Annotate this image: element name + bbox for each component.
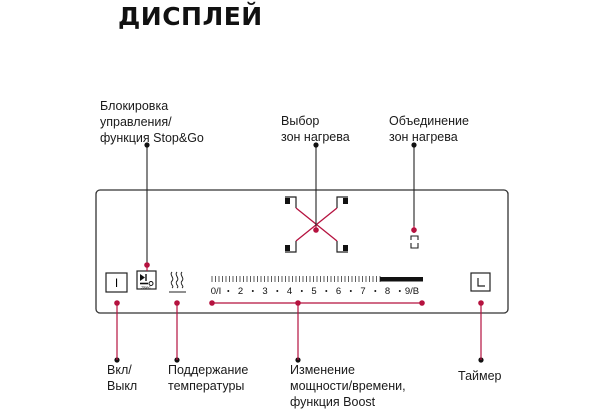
slider-scale-dot <box>251 290 254 292</box>
slider-scale-dot <box>227 290 230 292</box>
label-zone-merge: Объединение зон нагрева <box>389 114 469 144</box>
callout-dots <box>114 142 484 363</box>
slider-scale: 0/I 2 3 4 5 6 7 8 9/B <box>211 286 419 297</box>
cooking-zone-corner-icon <box>336 196 348 208</box>
label-lock: Блокировка управления/ функция Stop&Go <box>100 99 204 145</box>
accent-callout-dots <box>114 227 484 306</box>
label-power-level: Изменение мощности/времени, функция Boos… <box>290 363 406 409</box>
slider-scale-dot <box>325 290 328 292</box>
label-keep-warm: Поддержание температуры <box>168 363 249 393</box>
slider-scale-dot <box>374 290 377 292</box>
power-button-icon <box>105 272 128 293</box>
slider-scale-label: 7 <box>360 286 365 297</box>
slider-scale-dot <box>300 290 303 292</box>
timer-icon <box>470 272 491 292</box>
slider-ticks <box>211 276 381 282</box>
page-title: ДИСПЛЕЙ <box>118 2 263 31</box>
label-power: Вкл/ Выкл <box>107 363 138 393</box>
merge-zone-icon <box>410 235 419 249</box>
slider-scale-dot <box>349 290 352 292</box>
label-zone-select: Выбор зон нагрева <box>281 114 350 144</box>
lock-key-text: 3sec <box>141 285 151 290</box>
slider-scale-label: 4 <box>287 286 292 297</box>
power-button-symbol: I <box>115 276 118 290</box>
cooking-zone-corner-icon <box>285 196 297 208</box>
slider-boost-bar <box>380 277 423 282</box>
callout-lines <box>146 145 415 263</box>
slider-scale-label: 2 <box>238 286 243 297</box>
slider-scale-label: 3 <box>262 286 267 297</box>
steam-icon <box>169 271 186 293</box>
label-timer: Таймер <box>458 369 502 383</box>
slider-scale-label: 5 <box>311 286 316 297</box>
slider-scale-dot <box>276 290 279 292</box>
control-panel-outline <box>95 189 509 314</box>
slider-scale-label: 8 <box>385 286 390 297</box>
cooking-zone-corner-icon <box>285 241 297 253</box>
slider-scale-dot <box>398 290 401 292</box>
slider-scale-label: 9/B <box>405 286 419 297</box>
slider-scale-label: 0/I <box>211 286 222 297</box>
cooking-zone-corner-icon <box>336 241 348 253</box>
accent-callout-lines <box>116 226 482 360</box>
slider-scale-label: 6 <box>336 286 341 297</box>
